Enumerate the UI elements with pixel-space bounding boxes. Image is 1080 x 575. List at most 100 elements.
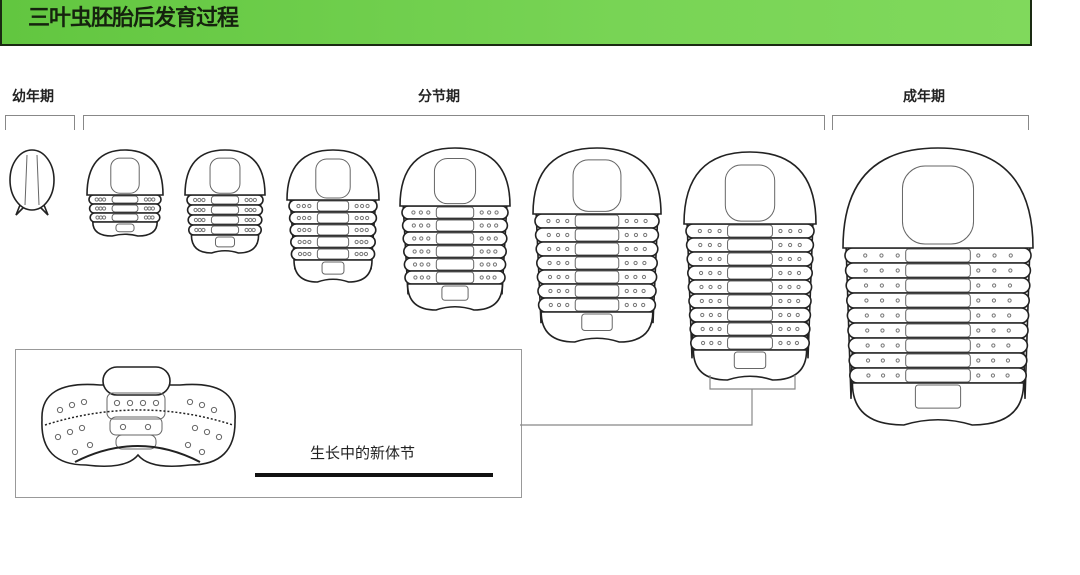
cephalon [399, 147, 511, 207]
pustule [864, 313, 869, 318]
pustule [193, 217, 199, 223]
pustule [708, 256, 713, 262]
enlarged-pygidium [41, 366, 236, 468]
pustule [307, 203, 312, 209]
border-furrow [74, 445, 201, 463]
pustule [1006, 343, 1011, 348]
axial-ring [435, 232, 475, 245]
pustule [426, 262, 431, 267]
connector-line [520, 375, 796, 426]
pustule [94, 206, 100, 211]
pustule [991, 298, 997, 303]
pustule [634, 218, 639, 224]
pustule [307, 239, 312, 245]
pustule [976, 298, 981, 303]
axial-ring [111, 204, 139, 213]
pygidial-axis [441, 285, 469, 301]
pustule [708, 284, 713, 290]
thoracic-segment [290, 247, 376, 261]
pustule [86, 441, 94, 449]
axial-ring [210, 205, 240, 215]
trilobite-stage-6 [683, 151, 817, 381]
axial-ring [727, 266, 773, 280]
pustule [991, 313, 996, 318]
pustule [297, 227, 302, 233]
pustule [624, 218, 629, 224]
pustule [786, 340, 791, 346]
pustule [778, 256, 783, 262]
thoracic-segment [536, 269, 658, 285]
pustule [778, 326, 783, 332]
pustule [487, 210, 492, 215]
pustule [778, 312, 783, 318]
pustule [359, 227, 364, 233]
pustule [778, 284, 783, 290]
thoracic-segment [534, 213, 660, 229]
pustule [976, 343, 981, 348]
pustule [565, 218, 570, 224]
thoracic-segment [844, 247, 1032, 264]
pustule [707, 242, 713, 248]
axial-ring [727, 336, 773, 350]
pustule [486, 275, 491, 280]
axial-ring [727, 280, 773, 294]
thoracic-segment [401, 218, 509, 233]
pustule [307, 227, 312, 233]
thoracic-segment [847, 337, 1029, 354]
inset-label: 生长中的新体节 [310, 444, 416, 462]
pustule [796, 298, 801, 304]
axial-ring [106, 392, 166, 420]
thoracic-segment [535, 255, 658, 271]
thoracic-segment [848, 367, 1027, 384]
pustule [359, 239, 364, 245]
glabella [315, 158, 351, 199]
pustule [1007, 313, 1012, 318]
pustule [494, 210, 499, 215]
pustule [493, 236, 498, 241]
pustule [697, 228, 702, 234]
pustule [364, 227, 369, 233]
pustule [194, 227, 199, 233]
pustule [796, 270, 802, 276]
pustule [633, 274, 638, 280]
axial-ring [574, 256, 620, 270]
pustule [297, 251, 303, 257]
diagram-title: 三叶虫胚胎后发育过程 [28, 5, 239, 31]
pustule [418, 223, 424, 228]
pustule [151, 197, 156, 202]
pygidial-axis [321, 261, 345, 275]
thoracic-segment [846, 307, 1030, 324]
pustule [556, 260, 561, 266]
axial-ring [727, 294, 773, 308]
axial-ring [905, 293, 971, 308]
glabella [724, 164, 776, 222]
pygidium [540, 311, 654, 343]
pustule [95, 215, 100, 220]
axial-furrow [24, 154, 40, 206]
pustule [486, 249, 491, 254]
pustule [643, 232, 648, 238]
thoracic-segment [689, 335, 810, 351]
pustule [56, 406, 64, 414]
pustule [419, 275, 424, 280]
pustule [895, 328, 900, 333]
pustule [426, 275, 431, 280]
pustule [565, 260, 570, 266]
pustule [717, 326, 722, 332]
pustule [479, 223, 484, 228]
pustule [698, 256, 703, 262]
pustule [708, 298, 713, 304]
pustule [426, 223, 431, 228]
pustule [863, 283, 869, 288]
pustule [548, 288, 553, 294]
cephalon [286, 149, 380, 201]
glabella [110, 157, 140, 194]
pustule [302, 227, 307, 233]
pustule [354, 251, 359, 257]
pustule [880, 358, 885, 363]
glabella [209, 157, 241, 194]
pustule [412, 262, 418, 267]
pustule [113, 399, 121, 407]
pustule [700, 312, 705, 318]
pustule [556, 288, 561, 294]
